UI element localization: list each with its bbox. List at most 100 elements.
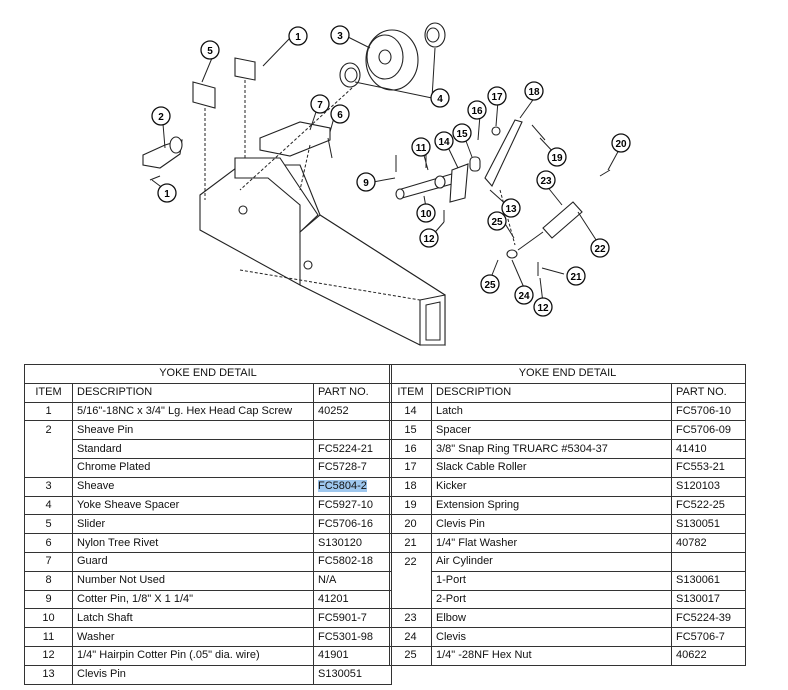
part-cell: S130051 xyxy=(312,664,393,685)
svg-text:4: 4 xyxy=(437,94,443,105)
latch-mechanism xyxy=(395,119,546,276)
description-cell: Air Cylinder xyxy=(431,551,672,572)
callout-3: 3 xyxy=(330,25,350,45)
svg-text:18: 18 xyxy=(528,87,540,98)
part-cell: FC5706-16 xyxy=(312,514,393,535)
description-cell: Latch xyxy=(431,401,672,422)
callout-13: 13 xyxy=(501,198,521,218)
callout-22: 22 xyxy=(590,238,610,258)
callout-2: 2 xyxy=(151,106,171,126)
svg-text:2: 2 xyxy=(158,112,164,123)
description-cell: Sheave xyxy=(72,476,314,497)
item-cell: 1 xyxy=(24,401,73,422)
callout-11: 11 xyxy=(411,137,431,157)
part-cell xyxy=(312,420,393,441)
description-cell: Sheave Pin xyxy=(72,420,314,441)
item-cell xyxy=(389,571,432,591)
part-cell: FC5802-18 xyxy=(312,551,393,572)
svg-text:9: 9 xyxy=(363,178,369,189)
item-cell: 13 xyxy=(24,664,73,685)
description-cell: Elbow xyxy=(431,608,672,629)
description-cell: 5/16"-18NC x 3/4" Lg. Hex Head Cap Screw xyxy=(72,401,314,422)
description-cell: 1-Port xyxy=(431,570,672,591)
callout-12a: 12 xyxy=(419,228,439,248)
svg-text:7: 7 xyxy=(317,100,323,111)
callout-5: 5 xyxy=(200,40,220,60)
svg-text:10: 10 xyxy=(420,209,432,220)
svg-text:11: 11 xyxy=(416,143,427,154)
item-cell: 4 xyxy=(24,495,73,516)
table-header-row: ITEM DESCRIPTION PART NO. xyxy=(389,382,747,403)
description-cell: 1/4" Flat Washer xyxy=(431,533,672,553)
item-cell: 7 xyxy=(24,551,73,572)
svg-text:6: 6 xyxy=(337,110,343,121)
svg-text:12: 12 xyxy=(423,234,435,245)
yoke-tube xyxy=(199,157,446,346)
callout-16: 16 xyxy=(467,100,487,120)
description-cell: Guard xyxy=(72,551,314,572)
callout-9: 9 xyxy=(356,172,376,192)
description-cell: 3/8" Snap Ring TRUARC #5304-37 xyxy=(431,439,672,459)
item-cell: 20 xyxy=(389,514,432,535)
description-cell: 1/4" Hairpin Cotter Pin (.05" dia. wire) xyxy=(72,645,314,666)
svg-text:20: 20 xyxy=(615,139,627,150)
description-cell: Extension Spring xyxy=(431,495,672,516)
svg-text:21: 21 xyxy=(570,272,582,283)
svg-text:22: 22 xyxy=(594,244,606,255)
svg-text:25: 25 xyxy=(484,280,496,291)
part-cell: FC5927-10 xyxy=(312,495,393,516)
item-cell: 25 xyxy=(389,645,432,666)
description-cell: Washer xyxy=(72,627,314,647)
svg-text:12: 12 xyxy=(537,303,549,314)
part-cell: FC5706-10 xyxy=(670,401,747,422)
description-cell: Yoke Sheave Spacer xyxy=(72,495,314,516)
table-caption: YOKE END DETAIL xyxy=(388,364,747,384)
parts-table-right: YOKE END DETAIL ITEM DESCRIPTION PART NO… xyxy=(388,364,747,666)
item-cell: 10 xyxy=(24,608,73,629)
part-cell: FC5224-21 xyxy=(312,439,393,459)
svg-text:25: 25 xyxy=(491,217,503,228)
part-cell: FC5706-7 xyxy=(670,627,747,647)
part-cell: 40252 xyxy=(312,401,393,422)
callout-1b: 1 xyxy=(157,183,177,203)
svg-text:23: 23 xyxy=(540,176,552,187)
callout-24: 24 xyxy=(514,285,534,305)
item-cell: 21 xyxy=(389,533,432,553)
callout-1a: 1 xyxy=(288,26,308,46)
description-cell: Clevis Pin xyxy=(431,514,672,535)
callout-4: 4 xyxy=(430,88,450,108)
callout-6: 6 xyxy=(330,104,350,124)
item-cell: 19 xyxy=(389,495,432,516)
part-cell: FC5706-09 xyxy=(670,420,747,441)
item-cell: 18 xyxy=(389,476,432,497)
part-cell: FC5301-98 xyxy=(312,627,393,647)
svg-text:15: 15 xyxy=(456,129,468,140)
callout-12b: 12 xyxy=(533,297,553,317)
header-description: DESCRIPTION xyxy=(72,382,314,403)
svg-text:14: 14 xyxy=(438,137,450,148)
header-description: DESCRIPTION xyxy=(431,382,672,403)
description-cell: Kicker xyxy=(431,476,672,497)
slider-brackets xyxy=(192,57,333,200)
part-cell: FC5804-2 xyxy=(312,476,393,497)
svg-text:19: 19 xyxy=(551,153,563,164)
highlighted-part-number: FC5804-2 xyxy=(318,480,367,493)
callout-21: 21 xyxy=(566,266,586,286)
svg-text:1: 1 xyxy=(295,32,301,43)
part-cell: 40622 xyxy=(670,645,747,666)
exploded-parts-diagram: 1 1 2 3 4 5 6 7 9 10 11 12 12 13 14 15 1… xyxy=(142,22,631,346)
